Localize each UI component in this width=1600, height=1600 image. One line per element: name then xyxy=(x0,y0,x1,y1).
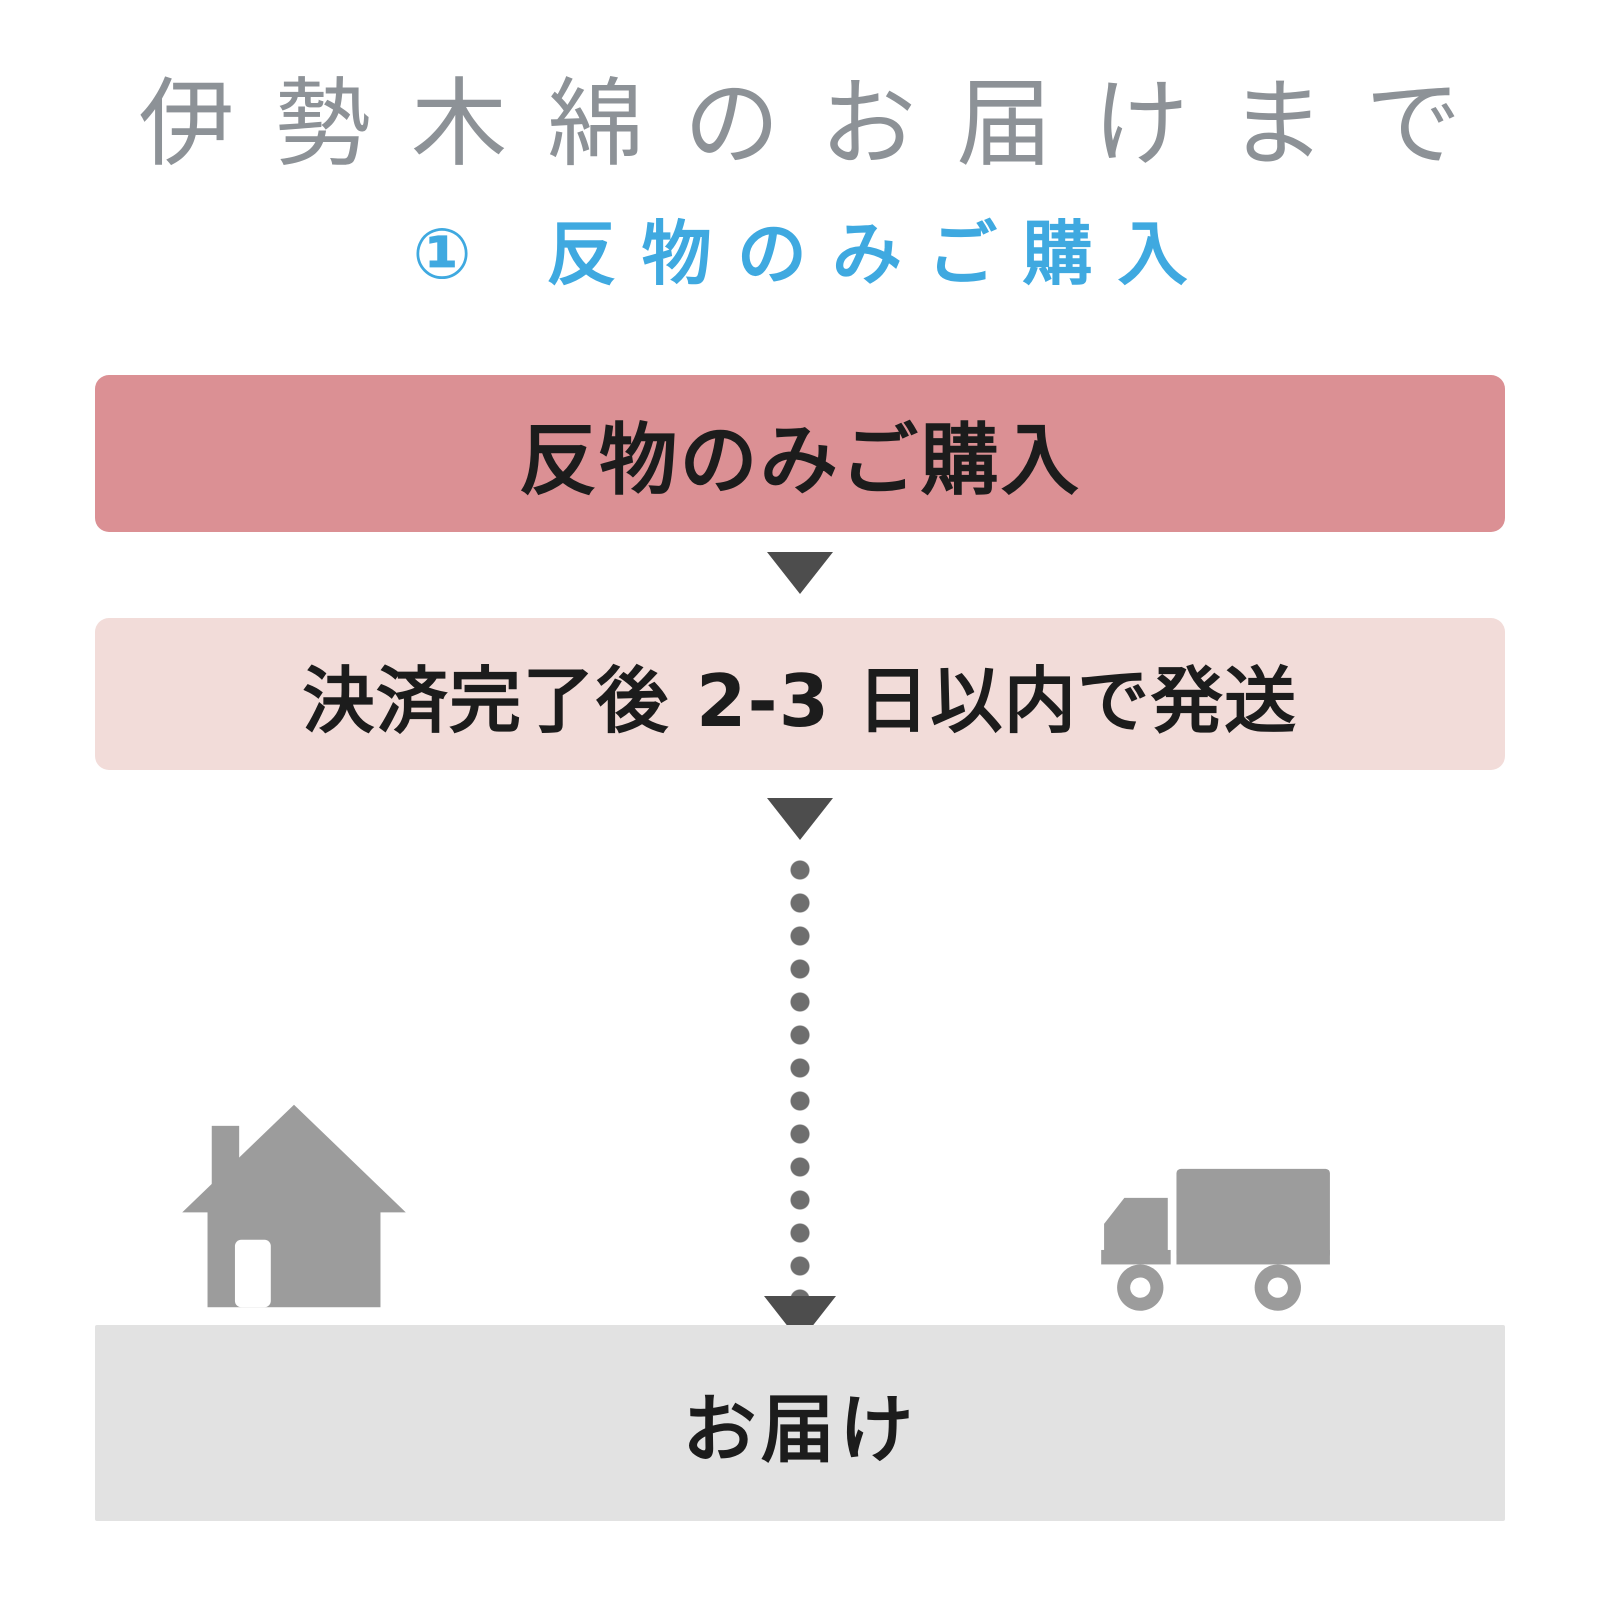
flow-step-shipping: 決済完了後 2-3 日以内で発送 xyxy=(95,618,1505,770)
dotted-line xyxy=(790,860,810,1296)
flow-step-delivery: お届け xyxy=(95,1325,1505,1521)
truck-icon xyxy=(1098,1166,1336,1318)
arrow-down-icon xyxy=(767,552,833,594)
page-subtitle: ① 反物のみご購入 xyxy=(412,213,1213,295)
arrow-down-icon xyxy=(767,798,833,840)
house-icon xyxy=(178,1100,410,1312)
flow-step-purchase: 反物のみご購入 xyxy=(95,375,1505,532)
page-title: 伊勢木綿のお届けまで xyxy=(138,68,1502,180)
